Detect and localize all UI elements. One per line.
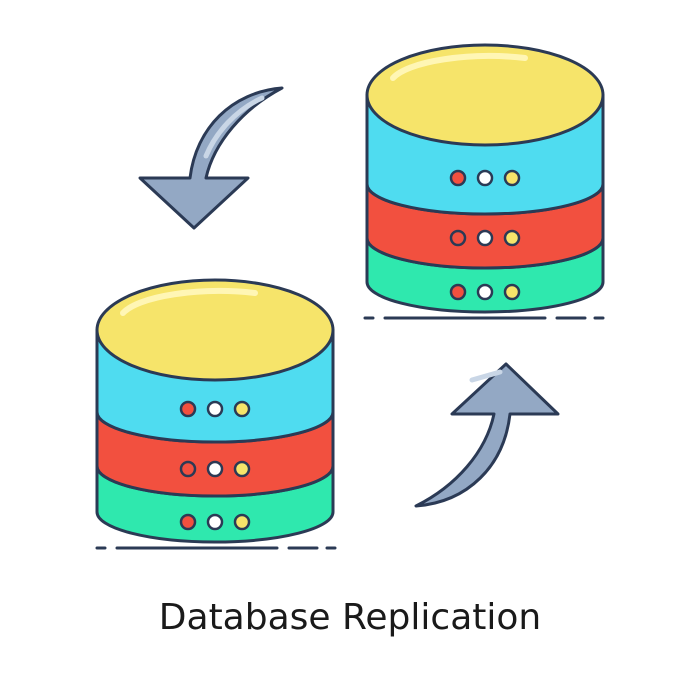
illustration-caption: Database Replication [158,597,542,638]
curved-arrow-down-icon [138,86,284,230]
status-dots [179,400,251,531]
db-top [95,278,335,382]
left-database-icon [95,278,337,550]
right-database-icon [363,43,605,320]
db-top [365,43,605,147]
curved-arrow-up-icon [414,362,560,508]
status-dots [449,169,521,301]
